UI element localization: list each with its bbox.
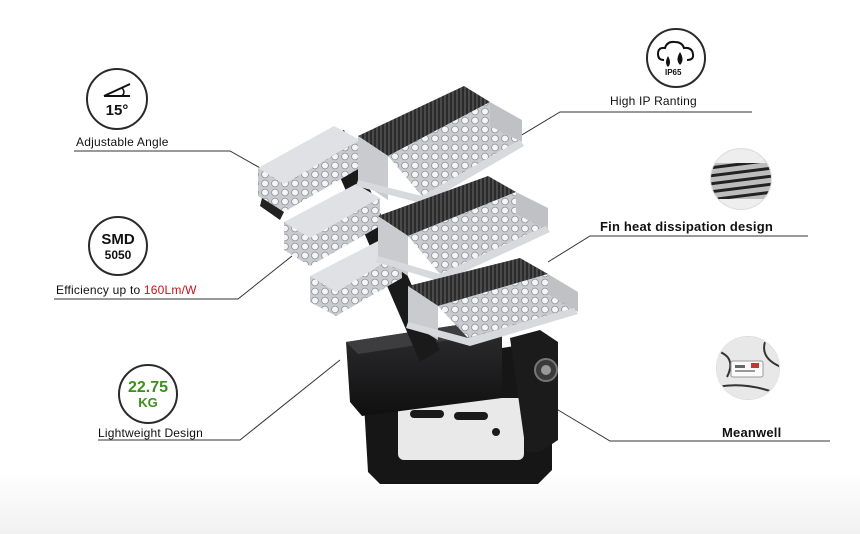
meanwell-label: Meanwell [722, 425, 782, 440]
smd-line2: 5050 [104, 247, 132, 262]
lightweight-label: Lightweight Design [98, 426, 203, 440]
fin-label: Fin heat dissipation design [600, 219, 773, 234]
efficiency-label: Efficiency up to 160Lm/W [56, 283, 197, 297]
efficiency-value: 160Lm/W [143, 283, 197, 297]
fin-photo [710, 148, 772, 210]
angle-badge: 15° [86, 68, 148, 130]
angle-icon [103, 82, 131, 97]
driver-photo [716, 336, 780, 400]
efficiency-prefix: Efficiency up to [56, 283, 144, 297]
ip-badge: IP65 [646, 28, 706, 88]
high-ip-label: High IP Ranting [610, 94, 697, 108]
cloud-rain-icon: IP65 [656, 40, 695, 77]
adjustable-angle-label: Adjustable Angle [76, 135, 169, 149]
angle-value: 15° [105, 101, 129, 119]
weight-badge: 22.75 KG [118, 364, 178, 424]
weight-value: 22.75 [127, 378, 169, 396]
smd-badge: SMD 5050 [88, 216, 148, 276]
floodlight-product-image [258, 86, 578, 484]
smd-line1: SMD [101, 230, 135, 248]
weight-unit: KG [138, 394, 158, 410]
ip-text: IP65 [665, 68, 682, 77]
